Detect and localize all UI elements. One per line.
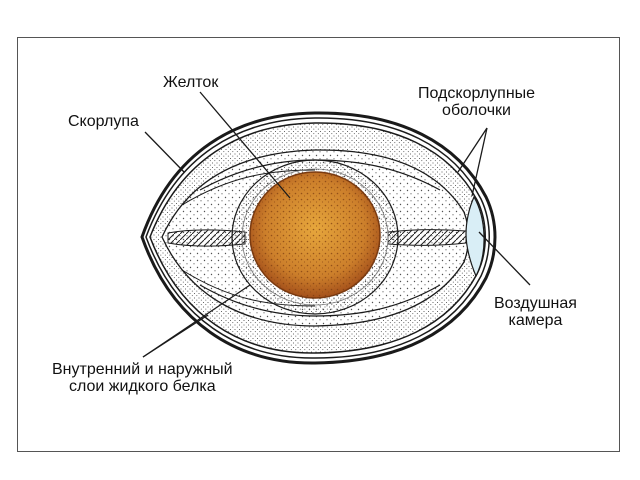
label-air-cell: Воздушная камера [494, 295, 577, 329]
leader-yolk [199, 91, 291, 199]
air-cell [465, 195, 485, 278]
leader-air-cell [478, 231, 531, 286]
label-liquid-albumen: Внутренний и наружный слои жидкого белка [52, 361, 233, 395]
chalaza-right [387, 229, 467, 246]
leader-albumen-2 [142, 284, 251, 358]
label-shell: Скорлупа [68, 113, 139, 130]
leader-shell [144, 131, 185, 173]
leader-membrane-1 [457, 127, 488, 173]
leader-membrane-2 [471, 127, 488, 197]
label-shell-membranes: Подскорлупные оболочки [418, 85, 536, 119]
label-yolk: Желток [163, 74, 219, 91]
